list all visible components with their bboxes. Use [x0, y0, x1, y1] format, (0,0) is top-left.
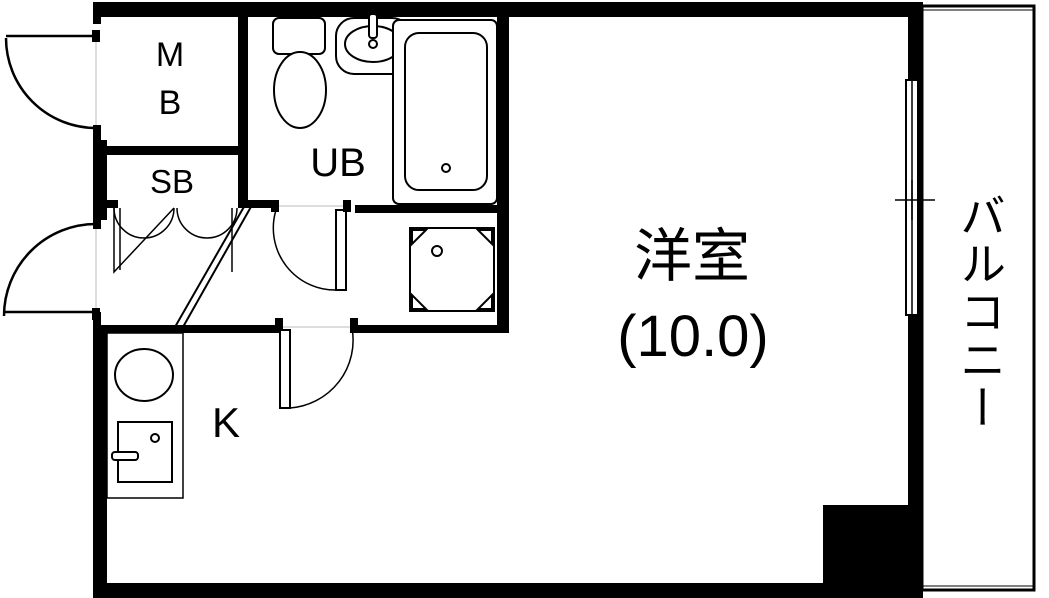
youshitsu-label: 洋室	[634, 224, 750, 289]
mb-label-line1: M	[156, 36, 184, 74]
balcony-window	[895, 79, 935, 316]
balcony	[920, 4, 1036, 592]
mb-label-line2: B	[159, 84, 182, 122]
bathtub	[392, 19, 498, 205]
front-door[interactable]	[2, 222, 100, 320]
entrance-step	[174, 204, 253, 328]
sb-closet-doors[interactable]	[113, 207, 238, 274]
sb-label: SB	[150, 163, 194, 200]
mb-entry-door[interactable]	[4, 30, 100, 130]
interior-walls	[100, 10, 509, 333]
ub-door[interactable]	[271, 200, 351, 291]
kitchen-label: K	[212, 399, 240, 446]
kitchen-counter	[106, 332, 184, 499]
structural-column	[823, 505, 910, 585]
opening-lines	[95, 42, 350, 328]
washbasin	[335, 13, 411, 75]
washing-machine-space	[409, 227, 495, 312]
toilet	[272, 17, 327, 129]
balcony-label: バルコニー	[954, 192, 1006, 432]
youshitsu-size-label: (10.0)	[617, 304, 769, 369]
room-door[interactable]	[275, 318, 358, 409]
ub-label: UB	[310, 141, 366, 185]
